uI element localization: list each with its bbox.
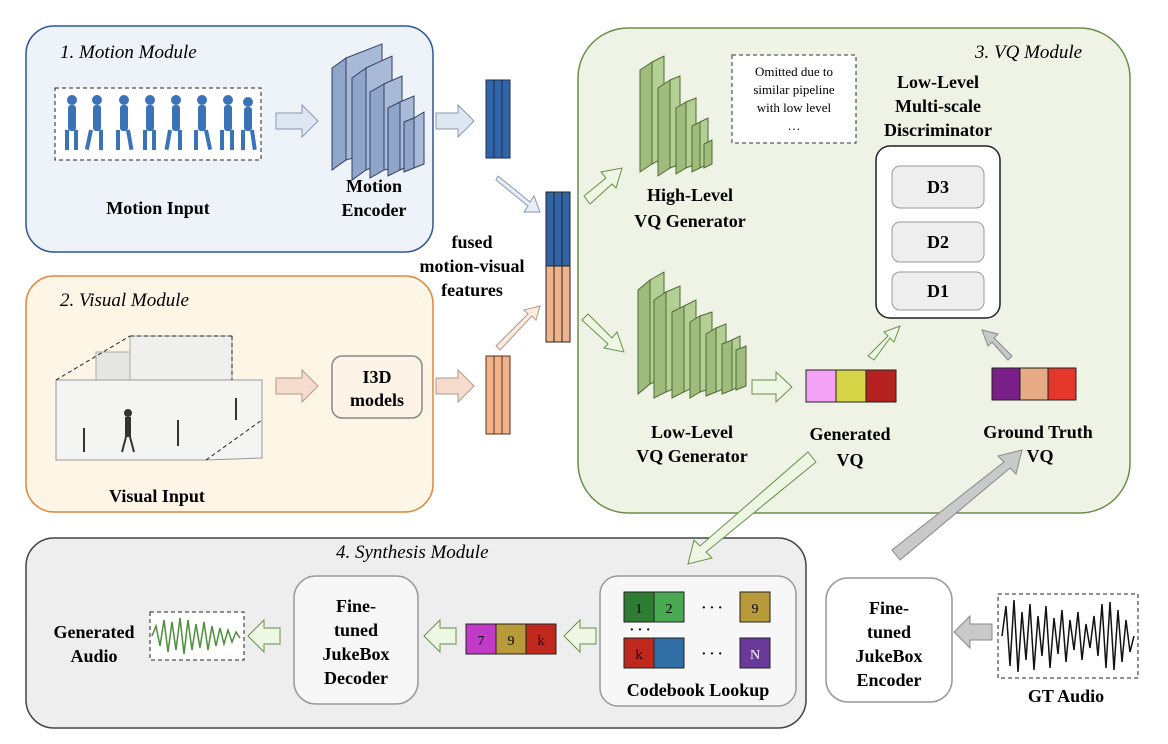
arrow-gtvq-to-disc <box>981 329 1013 361</box>
arrow-motion-to-encoder <box>275 103 319 139</box>
arrow-codebook-to-codes <box>563 618 597 654</box>
jukebox-decoder-box <box>293 575 419 705</box>
jukebox-encoder-box <box>825 577 953 703</box>
gt-vq-codes <box>991 367 1077 401</box>
omitted-line-2: similar pipeline <box>753 82 834 97</box>
low-gen-label-2: VQ Generator <box>636 446 747 466</box>
encoder-label-4: Encoder <box>857 670 922 690</box>
arrow-motion-to-fused <box>495 175 541 213</box>
fused-feature-vector <box>545 191 571 343</box>
codebook-9: 9 <box>752 602 759 617</box>
motion-figures <box>65 95 257 151</box>
visual-input-frames <box>55 335 263 461</box>
i3d-label-1: I3D <box>362 367 391 387</box>
arrow-genvq-to-codebook <box>687 451 817 565</box>
disc-label-3: Discriminator <box>884 120 992 140</box>
arrow-gen-to-vq <box>751 370 793 404</box>
d2-box <box>891 221 985 263</box>
codebook-dots-row1: · · · <box>701 601 722 616</box>
codebook-dots-row2: · · · <box>701 647 722 662</box>
code-0: 7 <box>478 634 485 649</box>
gt-vq-label-2: VQ <box>1027 446 1054 466</box>
motion-encoder-shape <box>331 43 425 181</box>
arrow-decoder-to-audio <box>247 618 281 654</box>
codebook-k: k <box>636 648 643 663</box>
gt-waveform <box>1001 599 1135 673</box>
visual-input-label: Visual Input <box>109 486 205 506</box>
omitted-line-3: with low level <box>757 100 832 115</box>
motion-encoder-label-1: Motion <box>346 176 402 196</box>
motion-module-title: 1. Motion Module <box>60 42 197 63</box>
decoder-label-2: tuned <box>334 620 378 640</box>
i3d-models-box <box>331 355 423 419</box>
generated-waveform <box>151 617 241 655</box>
encoder-label-1: Fine- <box>869 598 909 618</box>
disc-label-2: Multi-scale <box>895 96 981 116</box>
code-1: 9 <box>508 634 515 649</box>
visual-module-title: 2. Visual Module <box>60 290 189 311</box>
omitted-note-box <box>731 54 857 144</box>
arrow-genvq-to-disc <box>867 325 901 361</box>
high-gen-label-1: High-Level <box>647 185 733 205</box>
d3-label: D3 <box>927 177 949 197</box>
i3d-label-2: models <box>350 390 404 410</box>
fused-label-1: fused <box>451 232 492 252</box>
generated-vq-label-2: VQ <box>837 450 864 470</box>
codebook-n: N <box>750 648 760 663</box>
encoder-label-2: tuned <box>867 622 911 642</box>
arrow-fused-to-low-gen <box>581 313 625 353</box>
fused-label-2: motion-visual <box>419 256 524 276</box>
d3-box <box>891 165 985 209</box>
arrow-visual-to-i3d <box>275 368 319 404</box>
omitted-line-1: Omitted due to <box>755 64 833 79</box>
generated-audio-label-2: Audio <box>70 646 117 666</box>
motion-input-label: Motion Input <box>106 198 210 218</box>
low-gen-label-1: Low-Level <box>651 422 733 442</box>
omitted-line-4: … <box>788 118 801 133</box>
motion-feature-vector <box>485 79 511 159</box>
visual-feature-vector <box>485 355 511 435</box>
arrow-encoder-to-feature <box>435 103 475 139</box>
decoder-label-1: Fine- <box>336 596 376 616</box>
low-level-generator-shape <box>637 271 747 399</box>
codebook-1: 1 <box>636 602 643 617</box>
high-gen-label-2: VQ Generator <box>634 211 745 231</box>
vq-module-title: 3. VQ Module <box>974 42 1082 63</box>
arrow-i3d-to-feature <box>435 368 475 404</box>
generated-vq-codes <box>805 369 897 403</box>
arrow-encoder-to-gtvq <box>891 449 1023 561</box>
disc-label-1: Low-Level <box>897 72 979 92</box>
arrow-visual-to-fused <box>495 305 541 351</box>
codebook-dots-col: · · · <box>629 623 650 638</box>
arrow-codes-to-decoder <box>423 618 457 654</box>
d1-label: D1 <box>927 281 949 301</box>
d1-box <box>891 271 985 311</box>
codebook-cells <box>623 591 771 669</box>
decoder-label-4: Decoder <box>324 668 388 688</box>
codebook-2: 2 <box>666 602 673 617</box>
fused-label-3: features <box>441 280 503 300</box>
generated-vq-label-1: Generated <box>810 424 891 444</box>
codebook-label: Codebook Lookup <box>627 680 770 700</box>
selected-codes <box>465 623 557 655</box>
synthesis-module-title: 4. Synthesis Module <box>336 542 489 563</box>
d2-label: D2 <box>927 232 949 252</box>
high-level-generator-shape <box>639 55 713 177</box>
gt-vq-label-1: Ground Truth <box>983 422 1093 442</box>
arrow-fused-to-high-gen <box>583 167 623 205</box>
gt-audio-label: GT Audio <box>1028 686 1104 706</box>
arrow-gtaudio-to-encoder <box>953 614 993 650</box>
generated-audio-label-1: Generated <box>54 622 135 642</box>
generated-audio-frame <box>149 611 245 661</box>
encoder-label-3: JukeBox <box>855 646 922 666</box>
decoder-label-3: JukeBox <box>322 644 389 664</box>
motion-encoder-label-2: Encoder <box>342 200 407 220</box>
code-2: k <box>538 634 545 649</box>
